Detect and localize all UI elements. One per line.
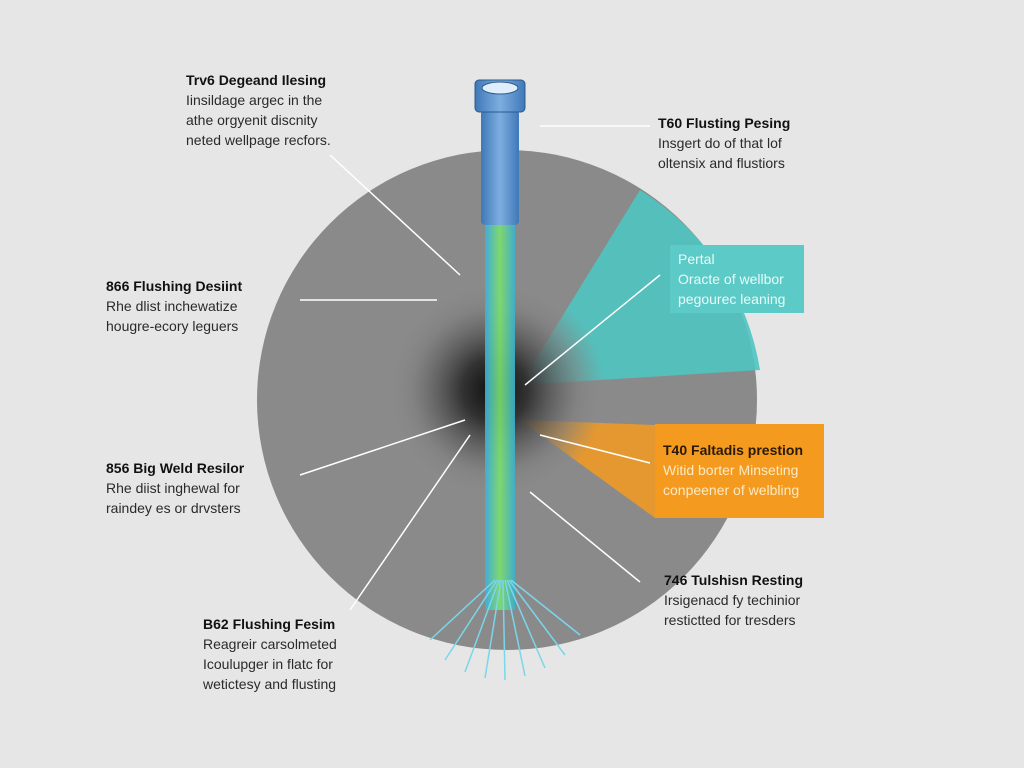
label-line: Iinsildage argec in the — [186, 92, 323, 108]
label-line: wetictesy and flusting — [203, 676, 337, 692]
label-title: 856 Big Weld Resilor — [106, 460, 245, 476]
label-line: athe orgyenit discnity — [186, 112, 318, 128]
callout-line: Witid borter Minseting — [663, 462, 799, 478]
orange-callout: T40 Faltadis prestion Witid borter Minse… — [655, 424, 824, 518]
callout-line: Oracte of wellbor — [678, 271, 784, 287]
teal-callout: Pertal Oracte of wellbor pegourec leanin… — [670, 245, 804, 313]
callout-line: conpeener of welbling — [663, 482, 800, 498]
label-title: T60 Flusting Pesing — [658, 115, 791, 131]
label-line: restictted for tresders — [664, 612, 796, 628]
label-mid-left: 866 Flushing Desiint Rhe dlist inchewati… — [106, 276, 242, 336]
leader-lines — [299, 125, 661, 611]
label-line: Insgert do of that lof — [658, 135, 782, 151]
callout-title: Pertal — [678, 251, 715, 267]
label-line: neted wellpage recfors. — [186, 132, 331, 148]
pipe — [485, 220, 515, 610]
label-line: raindey es or drvsters — [106, 500, 241, 516]
label-line: Reagreir carsolmeted — [203, 636, 337, 652]
flush-fan — [429, 579, 581, 681]
label-line: Rhe diist inghewal for — [106, 480, 240, 496]
label-top-left: Trv6 Degeand Ilesing Iinsildage argec in… — [186, 70, 331, 150]
label-line: Rhe dlist inchewatize — [106, 298, 238, 314]
label-bottom-left: B62 Flushing Fesim Reagreir carsolmeted … — [203, 614, 337, 694]
label-title: 746 Tulshisn Resting — [664, 572, 803, 588]
label-line: Irsigenacd fy techinior — [664, 592, 801, 608]
label-top-right: T60 Flusting Pesing Insgert do of that l… — [658, 113, 790, 173]
label-lower-left: 856 Big Weld Resilor Rhe diist inghewal … — [106, 458, 244, 518]
pipe-cap — [481, 110, 519, 225]
label-lower-right: 746 Tulshisn Resting Irsigenacd fy techi… — [664, 570, 803, 630]
callout-line: pegourec leaning — [678, 291, 786, 307]
label-title: Trv6 Degeand Ilesing — [186, 72, 327, 88]
label-line: hougre-ecory leguers — [106, 318, 239, 334]
label-line: oltensix and flustiors — [658, 155, 785, 171]
label-title: 866 Flushing Desiint — [106, 278, 243, 294]
callout-title: T40 Faltadis prestion — [663, 442, 804, 458]
label-title: B62 Flushing Fesim — [203, 616, 336, 632]
label-line: Icoulupger in flatc for — [203, 656, 333, 672]
